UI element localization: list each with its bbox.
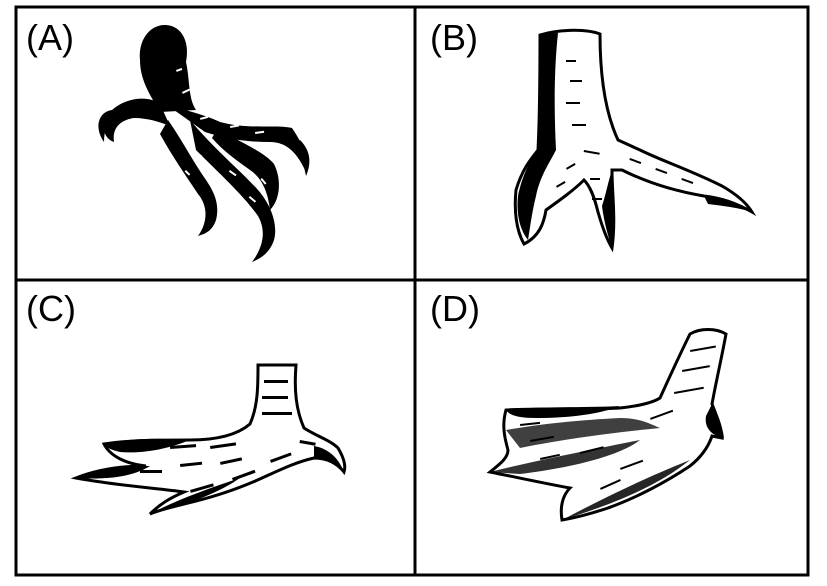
panel-label-c: (C): [26, 288, 76, 329]
webbed-foot-icon: [486, 328, 728, 522]
raptor-talon-foot-icon: [98, 24, 310, 262]
panel-label-d: (D): [430, 288, 480, 329]
panel-frame-d: [413, 278, 810, 577]
perching-bird-foot-icon: [513, 28, 757, 253]
panel-label-b: (B): [430, 17, 478, 58]
panel-label-a: (A): [26, 17, 74, 58]
ground-bird-foot-icon: [70, 363, 347, 516]
panel-frame-a: [14, 5, 417, 282]
